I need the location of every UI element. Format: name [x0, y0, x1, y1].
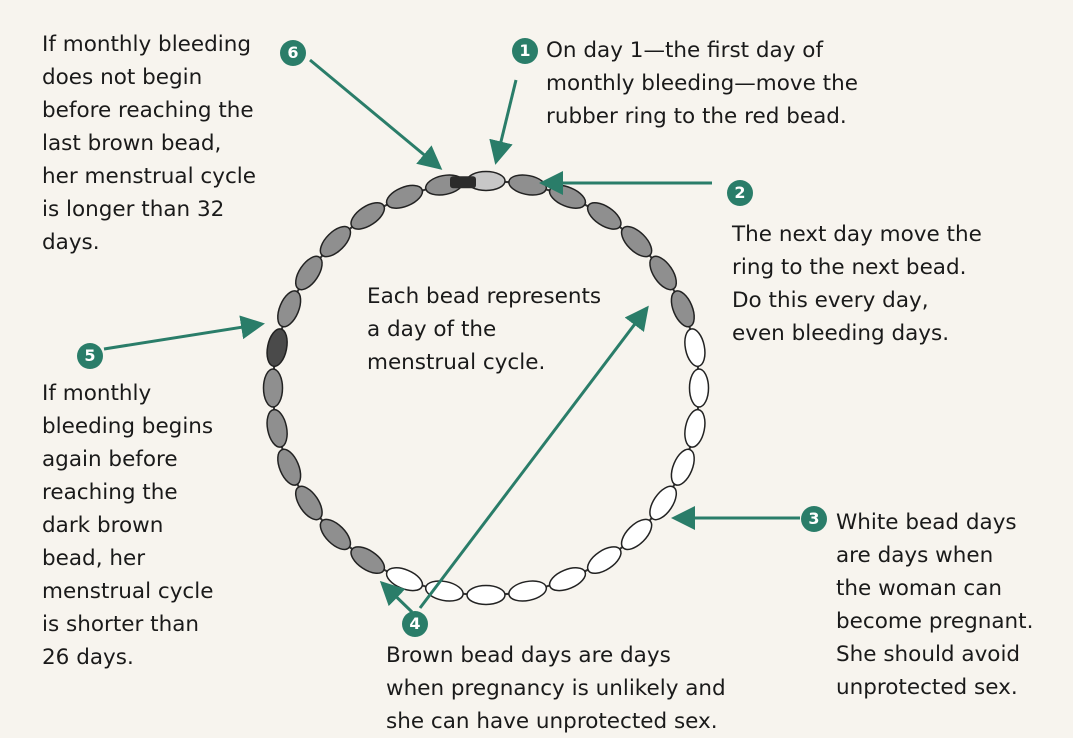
step-1-text: On day 1—the first day of monthly bleedi… — [546, 34, 858, 133]
brown-bead — [546, 181, 588, 213]
white-bead — [467, 586, 505, 605]
brown-bead — [290, 482, 327, 524]
step-3-text: White bead days are days when the woman … — [836, 506, 1033, 704]
step-2-badge: 2 — [727, 180, 753, 206]
brown-bead — [264, 408, 290, 449]
step-3-badge: 3 — [801, 506, 827, 532]
brown-bead — [290, 252, 327, 294]
rubber-ring — [450, 176, 476, 188]
step-4-badge: 4 — [402, 611, 428, 637]
dark-brown-bead — [264, 327, 290, 368]
white-bead — [507, 578, 548, 604]
arrow-step-6 — [310, 60, 440, 168]
white-bead — [682, 408, 708, 449]
brown-bead — [273, 446, 305, 488]
center-text: Each bead represents a day of the menstr… — [367, 280, 601, 379]
step-4-text: Brown bead days are days when pregnancy … — [386, 639, 726, 738]
bead-necklace — [264, 172, 709, 605]
brown-bead — [667, 288, 699, 330]
brown-bead — [347, 197, 389, 234]
step-1-badge: 1 — [512, 38, 538, 64]
step-6-badge: 6 — [280, 40, 306, 66]
white-bead — [690, 369, 709, 407]
step-5-badge: 5 — [77, 343, 103, 369]
white-bead — [682, 327, 708, 368]
brown-bead — [583, 197, 625, 234]
arrow-step-1 — [496, 80, 516, 162]
brown-bead — [507, 172, 548, 198]
white-bead — [583, 542, 625, 579]
brown-bead — [347, 542, 389, 579]
step-2-text: The next day move the ring to the next b… — [732, 218, 982, 350]
step-5-text: If monthly bleeding begins again before … — [42, 377, 213, 674]
brown-bead — [264, 369, 283, 407]
brown-bead — [273, 288, 305, 330]
white-bead — [424, 578, 465, 604]
step-6-text: If monthly bleeding does not begin befor… — [42, 28, 256, 259]
brown-bead — [383, 181, 425, 213]
white-bead — [546, 563, 588, 595]
brown-bead — [645, 252, 682, 294]
white-bead — [667, 446, 699, 488]
arrow-step-5 — [104, 324, 262, 349]
